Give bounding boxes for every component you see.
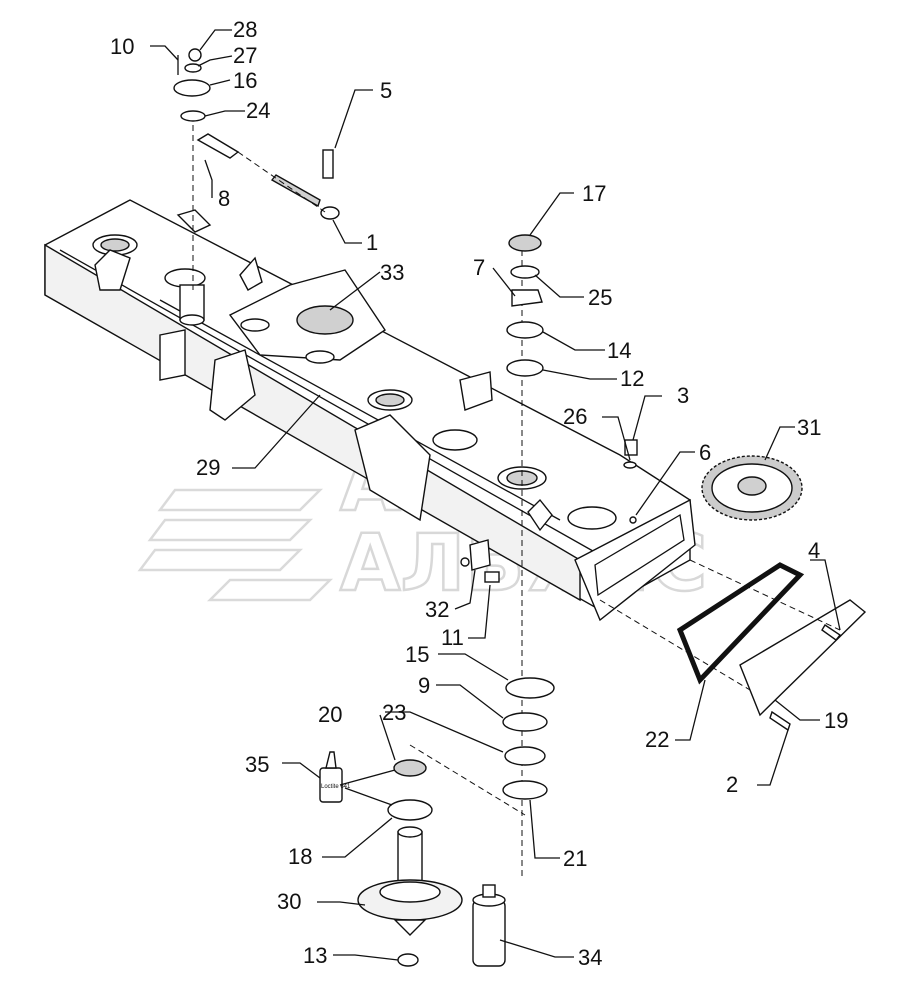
pin-part-8 [196, 133, 240, 159]
bottom-parts: Loctite 641 [319, 751, 506, 967]
eye-part-1 [320, 206, 340, 220]
washer-part-26 [623, 461, 637, 469]
right-vertical-stack [409, 234, 555, 880]
seal-part-20 [393, 759, 427, 777]
callout-35: 35 [245, 752, 269, 777]
callout-23: 23 [382, 700, 406, 725]
bolt-part-4 [821, 624, 842, 641]
callout-12: 12 [620, 366, 644, 391]
callout-8: 8 [218, 186, 230, 211]
callout-5: 5 [380, 78, 392, 103]
callout-29: 29 [196, 455, 220, 480]
nut-part-7 [511, 289, 543, 307]
callout-30: 30 [277, 889, 301, 914]
cap-part-17 [508, 234, 542, 252]
ring-part-25 [510, 265, 540, 279]
cap-part-16 [173, 79, 211, 97]
top-left-part-stack [173, 48, 340, 290]
loctite-bottle-part-35: Loctite 641 [319, 751, 351, 803]
cover-part-19 [739, 599, 867, 717]
callout-18: 18 [288, 844, 312, 869]
spring-part-8b [270, 174, 321, 208]
main-beam-part-29 [44, 199, 696, 622]
callout-19: 19 [824, 708, 848, 733]
disc-part-30 [357, 826, 463, 936]
callout-26: 26 [563, 404, 587, 429]
bolt-part-5 [322, 149, 334, 179]
callout-21: 21 [563, 846, 587, 871]
callout-33: 33 [380, 260, 404, 285]
callout-7: 7 [473, 255, 485, 280]
callout-28: 28 [233, 17, 257, 42]
callout-25: 25 [588, 285, 612, 310]
bearing-part-15 [505, 677, 555, 699]
callout-10: 10 [110, 34, 134, 59]
callout-2: 2 [726, 772, 738, 797]
leader-lines [150, 29, 841, 961]
callout-4: 4 [808, 538, 820, 563]
callout-9: 9 [418, 673, 430, 698]
callout-27: 27 [233, 43, 257, 68]
callout-15: 15 [405, 642, 429, 667]
washer-part-18 [387, 799, 433, 821]
bearing-part-14 [506, 321, 544, 339]
callout-32: 32 [425, 597, 449, 622]
callout-11: 11 [441, 625, 464, 650]
callout-17: 17 [582, 181, 606, 206]
ring-part-24 [180, 110, 206, 122]
nut-part-28 [188, 48, 202, 62]
washer-part-27 [184, 63, 202, 73]
bolt-part-2 [769, 710, 791, 732]
callout-14: 14 [607, 338, 631, 363]
callout-31: 31 [797, 415, 821, 440]
callout-34: 34 [578, 945, 602, 970]
callout-22: 22 [645, 727, 669, 752]
spray-can-part-34 [472, 884, 506, 967]
callout-13: 13 [303, 943, 327, 968]
right-end-parts [599, 439, 867, 732]
callout-16: 16 [233, 68, 257, 93]
callout-20: 20 [318, 702, 342, 727]
ring-part-9 [502, 712, 548, 732]
shim-part-21 [502, 780, 548, 800]
callout-6: 6 [699, 440, 711, 465]
race-part-12 [506, 359, 544, 377]
race-part-23 [504, 746, 546, 766]
stud-part-6 [629, 516, 637, 524]
callout-24: 24 [246, 98, 270, 123]
loctite-label: Loctite 641 [321, 784, 351, 790]
callout-3: 3 [677, 383, 689, 408]
ring-part-13 [397, 953, 419, 967]
callout-1: 1 [366, 230, 378, 255]
gear-part-31 [701, 455, 803, 521]
callout-numbers: 10 28 27 16 24 8 5 1 33 17 7 25 14 12 3 … [110, 17, 848, 970]
